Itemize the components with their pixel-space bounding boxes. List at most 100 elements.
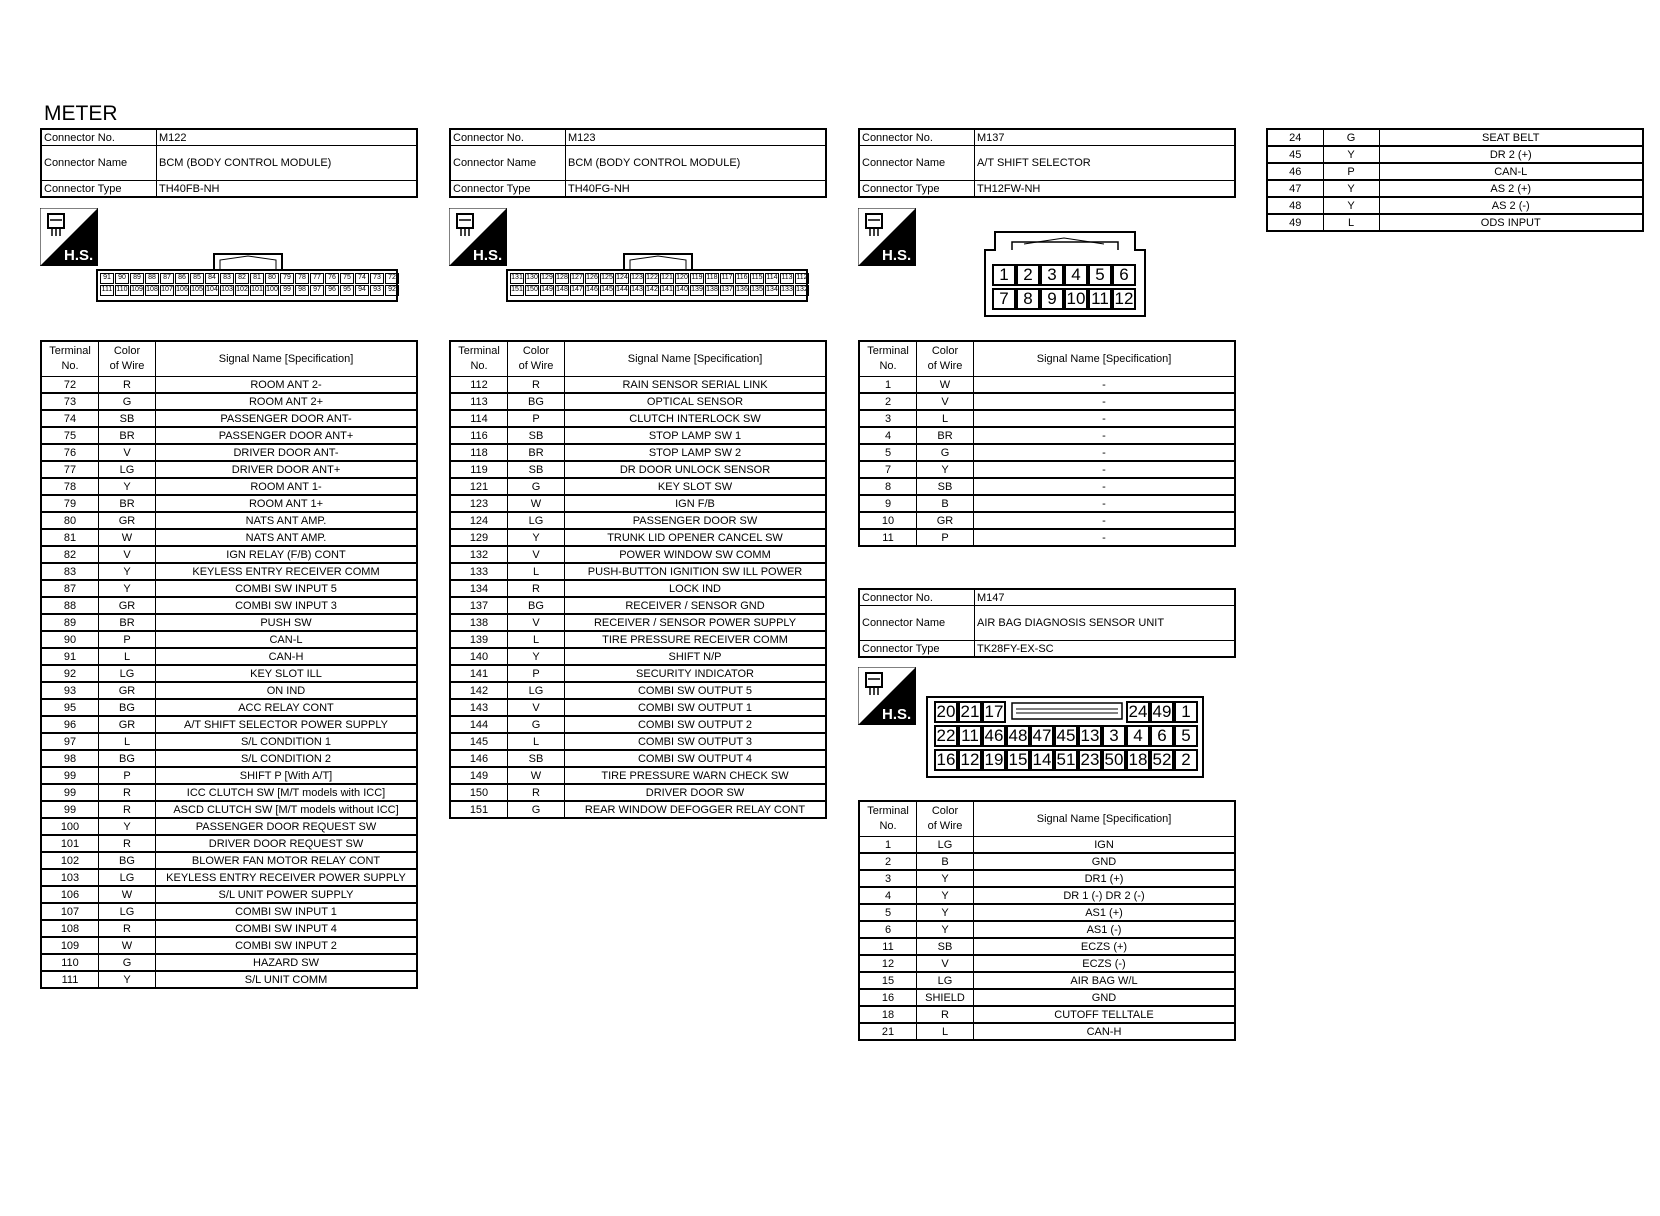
m147-connector-name: AIR BAG DIAGNOSIS SENSOR UNIT — [974, 605, 1236, 641]
wire-color-cell: SB — [916, 477, 974, 496]
m123-connector-name: BCM (BODY CONTROL MODULE) — [565, 145, 827, 181]
wire-color-cell: W — [507, 766, 565, 785]
signal-name-cell: OPTICAL SENSOR — [564, 392, 827, 411]
wire-color-cell: W — [98, 528, 156, 547]
signal-name-cell: DRIVER DOOR ANT+ — [155, 460, 418, 479]
connector-pin: 114 — [765, 273, 779, 284]
terminal-no-cell: 116 — [449, 426, 508, 445]
terminal-no-cell: 1 — [858, 376, 917, 394]
signal-name-cell: KEY SLOT ILL — [155, 664, 418, 683]
connector-pin: 19 — [982, 749, 1006, 771]
wire-color-cell: L — [1322, 213, 1380, 232]
signal-name-cell: COMBI SW INPUT 5 — [155, 579, 418, 598]
connector-no-label: Connector No. — [858, 588, 975, 606]
connector-pin: 79 — [280, 273, 294, 284]
color-of-wire-header: Color of Wire — [507, 340, 565, 377]
page-title: METER — [44, 102, 118, 125]
connector-pin: 116 — [735, 273, 749, 284]
wire-color-cell: Y — [98, 477, 156, 496]
wire-color-cell: R — [98, 800, 156, 819]
connector-pin: 139 — [690, 285, 704, 296]
terminal-no-header: Terminal No. — [858, 340, 917, 377]
signal-name-header: Signal Name [Specification] — [973, 340, 1236, 377]
signal-name-cell: AS 2 (+) — [1378, 179, 1644, 198]
wire-color-cell: G — [507, 800, 565, 819]
terminal-no-cell: 3 — [858, 409, 917, 428]
connector-pin: 149 — [540, 285, 554, 296]
signal-name-cell: - — [973, 376, 1236, 394]
signal-name-cell: COMBI SW OUTPUT 3 — [564, 732, 827, 751]
connector-pin: 46 — [982, 725, 1006, 747]
wire-color-cell: Y — [98, 817, 156, 836]
color-of-wire-header: Color of Wire — [916, 800, 974, 837]
signal-name-cell: ICC CLUTCH SW [M/T models with ICC] — [155, 783, 418, 802]
wire-color-cell: SB — [507, 426, 565, 445]
terminal-no-cell: 151 — [449, 800, 508, 819]
connector-pin: 137 — [720, 285, 734, 296]
signal-name-cell: ODS INPUT — [1378, 213, 1644, 232]
terminal-no-cell: 137 — [449, 596, 508, 615]
signal-name-cell: TIRE PRESSURE RECEIVER COMM — [564, 630, 827, 649]
terminal-no-cell: 146 — [449, 749, 508, 768]
wire-color-cell: V — [916, 954, 974, 973]
signal-name-cell: DR DOOR UNLOCK SENSOR — [564, 460, 827, 479]
signal-name-cell: CAN-L — [155, 630, 418, 649]
terminal-no-cell: 2 — [858, 852, 917, 871]
signal-name-cell: KEYLESS ENTRY RECEIVER POWER SUPPLY — [155, 868, 418, 887]
m122-connector-type: TH40FB-NH — [156, 180, 418, 198]
connector-pin: 103 — [220, 285, 234, 296]
connector-pin: 101 — [250, 285, 264, 296]
connector-name-label: Connector Name — [858, 605, 975, 641]
connector-pin: 3 — [1040, 264, 1064, 286]
connector-pin: 3 — [1102, 725, 1126, 747]
connector-pin: 11 — [1088, 288, 1112, 310]
terminal-no-cell: 124 — [449, 511, 508, 530]
wire-color-cell: R — [98, 783, 156, 802]
hs-icon: H.S. — [857, 666, 917, 730]
signal-name-cell: NATS ANT AMP. — [155, 511, 418, 530]
signal-name-cell: SECURITY INDICATOR — [564, 664, 827, 683]
signal-name-header: Signal Name [Specification] — [973, 800, 1236, 837]
terminal-no-header: Terminal No. — [449, 340, 508, 377]
svg-text:H.S.: H.S. — [882, 706, 911, 723]
wire-color-cell: Y — [916, 903, 974, 922]
signal-name-cell: S/L UNIT POWER SUPPLY — [155, 885, 418, 904]
connector-pin: 88 — [145, 273, 159, 284]
connector-pin: 135 — [750, 285, 764, 296]
signal-name-cell: ECZS (-) — [973, 954, 1236, 973]
connector-no-label: Connector No. — [449, 128, 566, 146]
terminal-no-cell: 145 — [449, 732, 508, 751]
connector-pin: 112 — [795, 273, 809, 284]
terminal-no-cell: 78 — [40, 477, 99, 496]
connector-pin: 108 — [145, 285, 159, 296]
wire-color-cell: V — [507, 698, 565, 717]
signal-name-cell: ACC RELAY CONT — [155, 698, 418, 717]
signal-name-cell: COMBI SW OUTPUT 2 — [564, 715, 827, 734]
terminal-no-cell: 75 — [40, 426, 99, 445]
connector-pin: 141 — [660, 285, 674, 296]
wire-color-cell: Y — [507, 647, 565, 666]
terminal-no-cell: 79 — [40, 494, 99, 513]
signal-name-cell: IGN RELAY (F/B) CONT — [155, 545, 418, 564]
wire-color-cell: L — [916, 409, 974, 428]
